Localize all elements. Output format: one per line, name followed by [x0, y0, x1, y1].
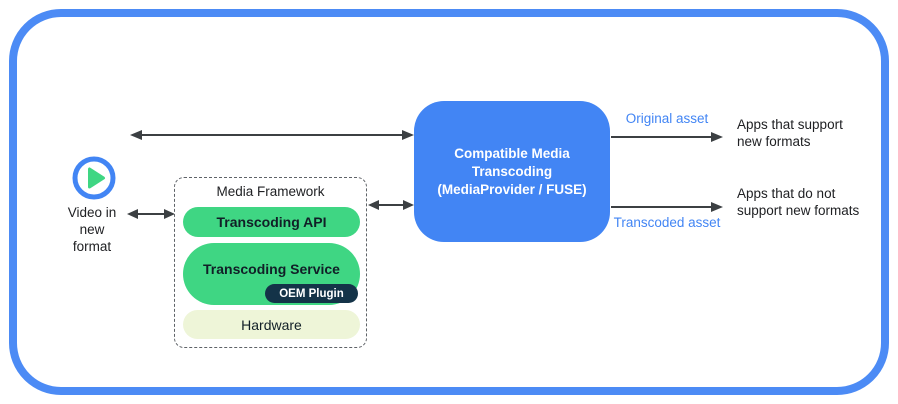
oem-plugin-label: OEM Plugin [279, 287, 344, 300]
apps-support-line: new formats [737, 133, 811, 149]
compatible-media-transcoding-box: Compatible Media Transcoding (MediaProvi… [414, 101, 610, 242]
oem-plugin-pill: OEM Plugin [265, 284, 358, 303]
diagram-outer-border [9, 9, 889, 395]
hardware-label: Hardware [241, 316, 302, 333]
video-source-label-line: Video in [67, 205, 117, 220]
play-icon [72, 156, 116, 200]
transcoder-label-line: Transcoding [471, 163, 553, 179]
video-source-label-line: format [72, 239, 112, 254]
transcoded-asset-label: Transcoded asset [613, 215, 721, 230]
arrow-framework-transcoder [368, 200, 414, 210]
transcoder-label-line: (MediaProvider / FUSE) [437, 181, 587, 197]
arrow-source-transcoder [130, 130, 414, 140]
arrow-transcoded-asset [611, 202, 723, 212]
transcoder-label-line: Compatible Media [454, 145, 570, 161]
hardware-pill: Hardware [183, 310, 360, 339]
transcoding-service-label: Transcoding Service [203, 261, 340, 277]
apps-support-line: Apps that support [737, 117, 843, 132]
media-framework-box: Media Framework Transcoding API Transcod… [174, 177, 367, 348]
video-source-label: Video in new format [47, 204, 137, 255]
transcoding-service-pill: Transcoding Service OEM Plugin [183, 243, 360, 305]
transcoding-api-pill: Transcoding API [183, 207, 360, 237]
transcoding-api-label: Transcoding API [216, 214, 327, 230]
video-source-label-line: new [79, 222, 105, 237]
arrow-original-asset [611, 132, 723, 142]
apps-not-support-label: Apps that do not support new formats [737, 186, 859, 219]
apps-support-label: Apps that support new formats [737, 117, 843, 150]
arrow-source-framework [127, 209, 175, 219]
original-asset-label: Original asset [625, 111, 709, 126]
apps-not-support-line: support new formats [737, 202, 860, 218]
apps-not-support-line: Apps that do not [737, 186, 836, 201]
media-framework-title: Media Framework [216, 184, 325, 199]
